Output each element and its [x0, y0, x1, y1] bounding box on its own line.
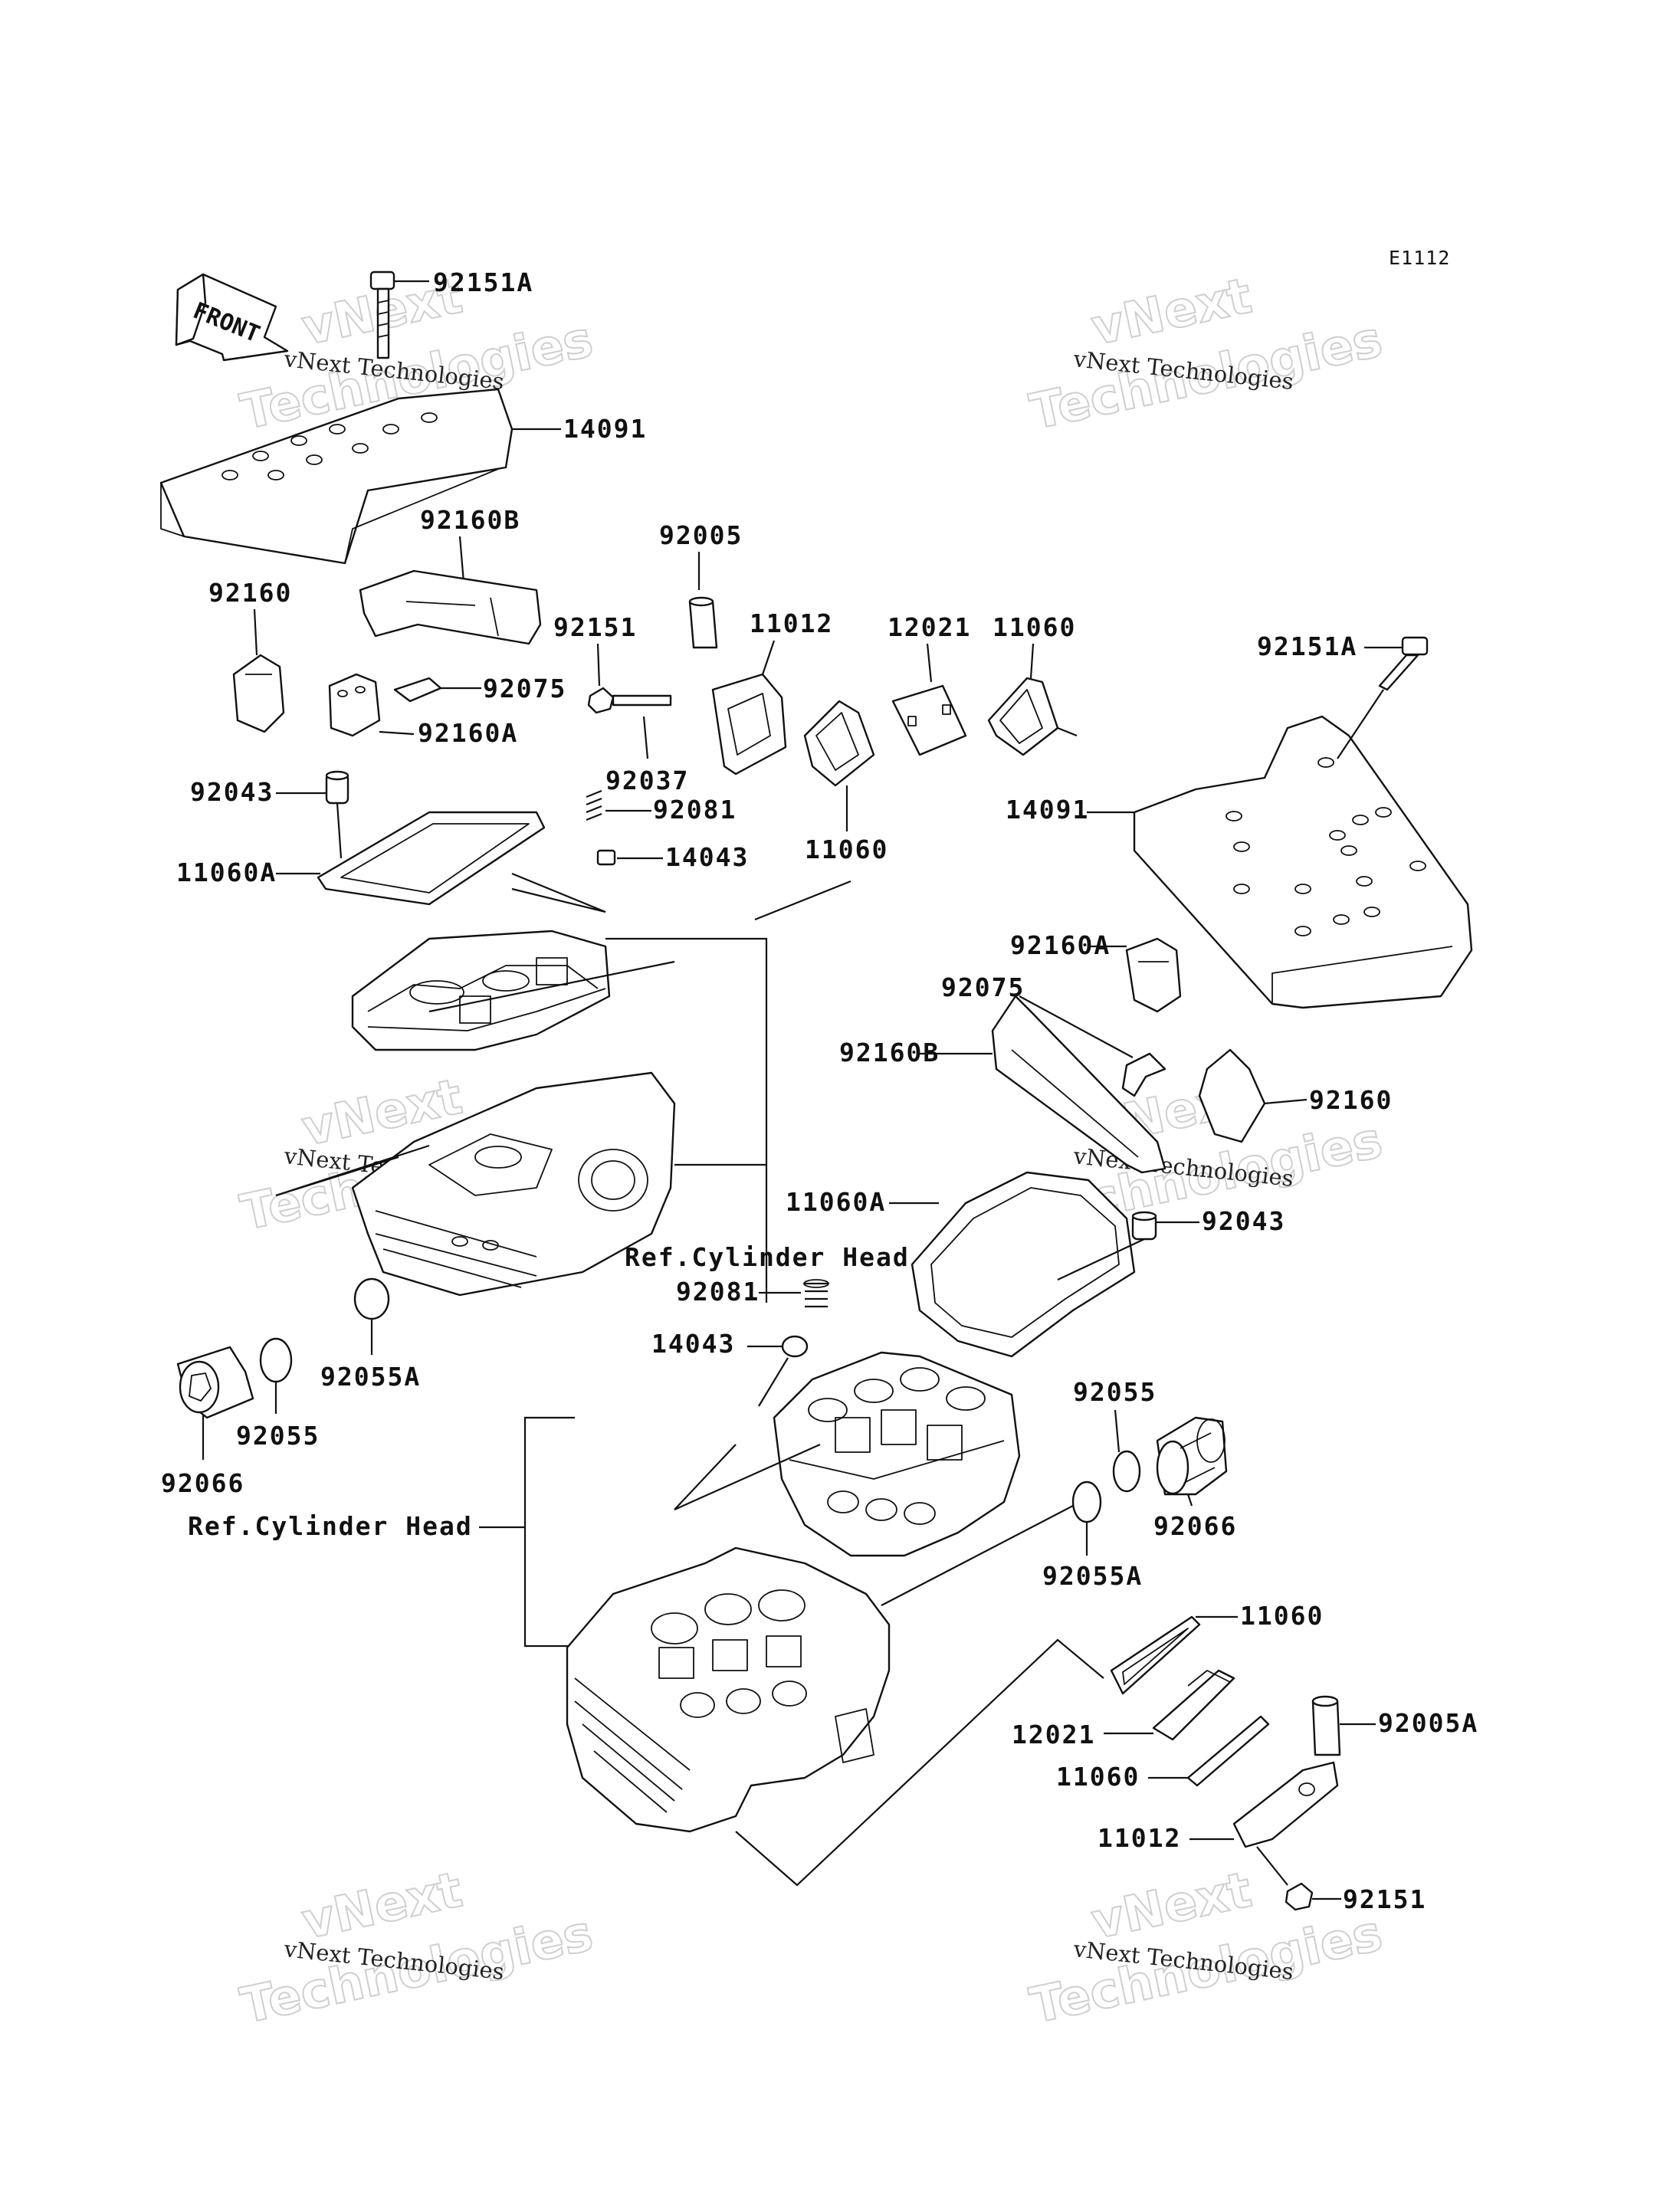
bracket-92075-top — [393, 677, 442, 703]
o-ring-92055-right — [1112, 1450, 1141, 1493]
label-14043-top: 14043 — [665, 842, 749, 872]
label-11060A-left: 11060A — [176, 857, 277, 887]
label-11060-bottom2: 11060 — [1056, 1762, 1140, 1792]
cylinder-head-right-upper — [773, 1351, 1021, 1557]
cylinder-head-left-lower — [351, 1071, 676, 1297]
front-arrow-icon: FRONT — [175, 273, 289, 362]
label-12021-top: 12021 — [888, 612, 971, 642]
cap-14043-bottom — [781, 1335, 809, 1358]
gasket-11060-bottom1 — [1110, 1615, 1201, 1695]
label-92043-right: 92043 — [1202, 1206, 1285, 1236]
label-92066-left: 92066 — [161, 1468, 244, 1498]
label-11012-top: 11012 — [750, 608, 833, 638]
cover-14091-left — [159, 388, 514, 565]
cover-11012-top — [711, 673, 787, 776]
adapter-92066-right — [1156, 1416, 1228, 1496]
label-92151-top: 92151 — [553, 612, 637, 642]
dowel-92005 — [688, 596, 718, 649]
o-ring-92055A-left — [353, 1277, 390, 1320]
label-92151A-top: 92151A — [433, 267, 533, 297]
bolt-92151-bottom — [1285, 1882, 1341, 1911]
watermark-bottom-right: vNext Technologies vNext Technologies — [1025, 1861, 1388, 2035]
label-11060-mid: 11060 — [805, 835, 888, 864]
reed-valve-12021-top — [891, 684, 967, 756]
spring-92081-bottom — [803, 1279, 829, 1308]
label-92160A-left: 92160A — [418, 718, 518, 748]
bolt-92151A-right — [1378, 636, 1429, 691]
cover-92160B-right — [991, 995, 1166, 1174]
label-92005: 92005 — [659, 520, 743, 550]
label-14091-left: 14091 — [563, 414, 647, 444]
ring-92043-right — [1131, 1211, 1157, 1241]
label-92160A-right: 92160A — [1010, 930, 1111, 960]
rubber-92160A-left — [328, 673, 381, 737]
o-ring-92055-left — [259, 1337, 293, 1383]
ring-92043-left — [325, 770, 349, 805]
label-92075-top: 92075 — [483, 674, 566, 703]
spring-92081-top — [586, 789, 602, 821]
ref-cylinder-head-lower: Ref.Cylinder Head — [188, 1511, 473, 1541]
label-92055-left: 92055 — [236, 1421, 320, 1451]
label-92160B-right: 92160B — [839, 1038, 940, 1067]
label-92066-right: 92066 — [1153, 1511, 1237, 1541]
label-11060A-right: 11060A — [786, 1187, 886, 1217]
diagram-code: E1112 — [1389, 247, 1450, 269]
cylinder-head-right-lower — [566, 1546, 891, 1833]
label-92055A-right: 92055A — [1042, 1561, 1143, 1591]
reed-valve-12021-bottom — [1152, 1669, 1235, 1741]
label-92055-right: 92055 — [1073, 1377, 1157, 1407]
label-92081-top: 92081 — [653, 795, 737, 825]
rubber-92160-left — [232, 654, 285, 733]
label-11060-top-right: 11060 — [993, 612, 1076, 642]
label-92081-bottom: 92081 — [676, 1277, 760, 1307]
cylinder-head-left-upper — [351, 930, 611, 1051]
ref-cylinder-head-upper: Ref.Cylinder Head — [625, 1242, 910, 1272]
label-92005A: 92005A — [1378, 1708, 1478, 1738]
o-ring-92055A-right — [1071, 1481, 1102, 1523]
label-92160-right: 92160 — [1309, 1085, 1393, 1115]
label-14091-right: 14091 — [1006, 795, 1089, 825]
gasket-11060-bottom2 — [1186, 1715, 1270, 1787]
label-11060-bottom1: 11060 — [1240, 1601, 1324, 1631]
cover-92160B-top — [359, 569, 542, 645]
bolt-92151-top — [587, 687, 672, 714]
watermark-top-right: vNext Technologies vNext Technologies — [1025, 267, 1388, 441]
label-12021-bottom: 12021 — [1012, 1720, 1095, 1749]
watermark-bottom-left: vNext Technologies vNext Technologies — [235, 1861, 599, 2035]
label-14043-bottom: 14043 — [651, 1329, 735, 1359]
cap-14043-top — [596, 849, 616, 866]
adapter-92066-left — [176, 1346, 254, 1419]
label-92151A-right: 92151A — [1257, 631, 1357, 661]
label-11012-bottom: 11012 — [1098, 1823, 1181, 1853]
label-92075-right: 92075 — [941, 972, 1025, 1002]
label-92151-bottom: 92151 — [1343, 1884, 1426, 1914]
gasket-11060-top-right — [987, 677, 1059, 756]
cover-14091-right — [1133, 715, 1473, 1009]
label-92037: 92037 — [605, 766, 689, 795]
gasket-11060A-left — [317, 811, 546, 906]
bolt-92151A-top — [369, 271, 395, 359]
label-92043-left: 92043 — [190, 777, 274, 807]
dowel-92005A — [1311, 1695, 1341, 1756]
label-92160-left: 92160 — [208, 578, 292, 608]
gasket-11060-mid — [803, 700, 875, 787]
gasket-11060A-right — [911, 1171, 1136, 1358]
rubber-92160A-right — [1125, 937, 1182, 1013]
rubber-92160-right — [1198, 1048, 1266, 1143]
bracket-92075-right — [1121, 1052, 1166, 1097]
label-92055A-left: 92055A — [320, 1362, 421, 1392]
cover-11012-bottom — [1232, 1761, 1339, 1848]
label-92160B-top: 92160B — [420, 505, 520, 535]
